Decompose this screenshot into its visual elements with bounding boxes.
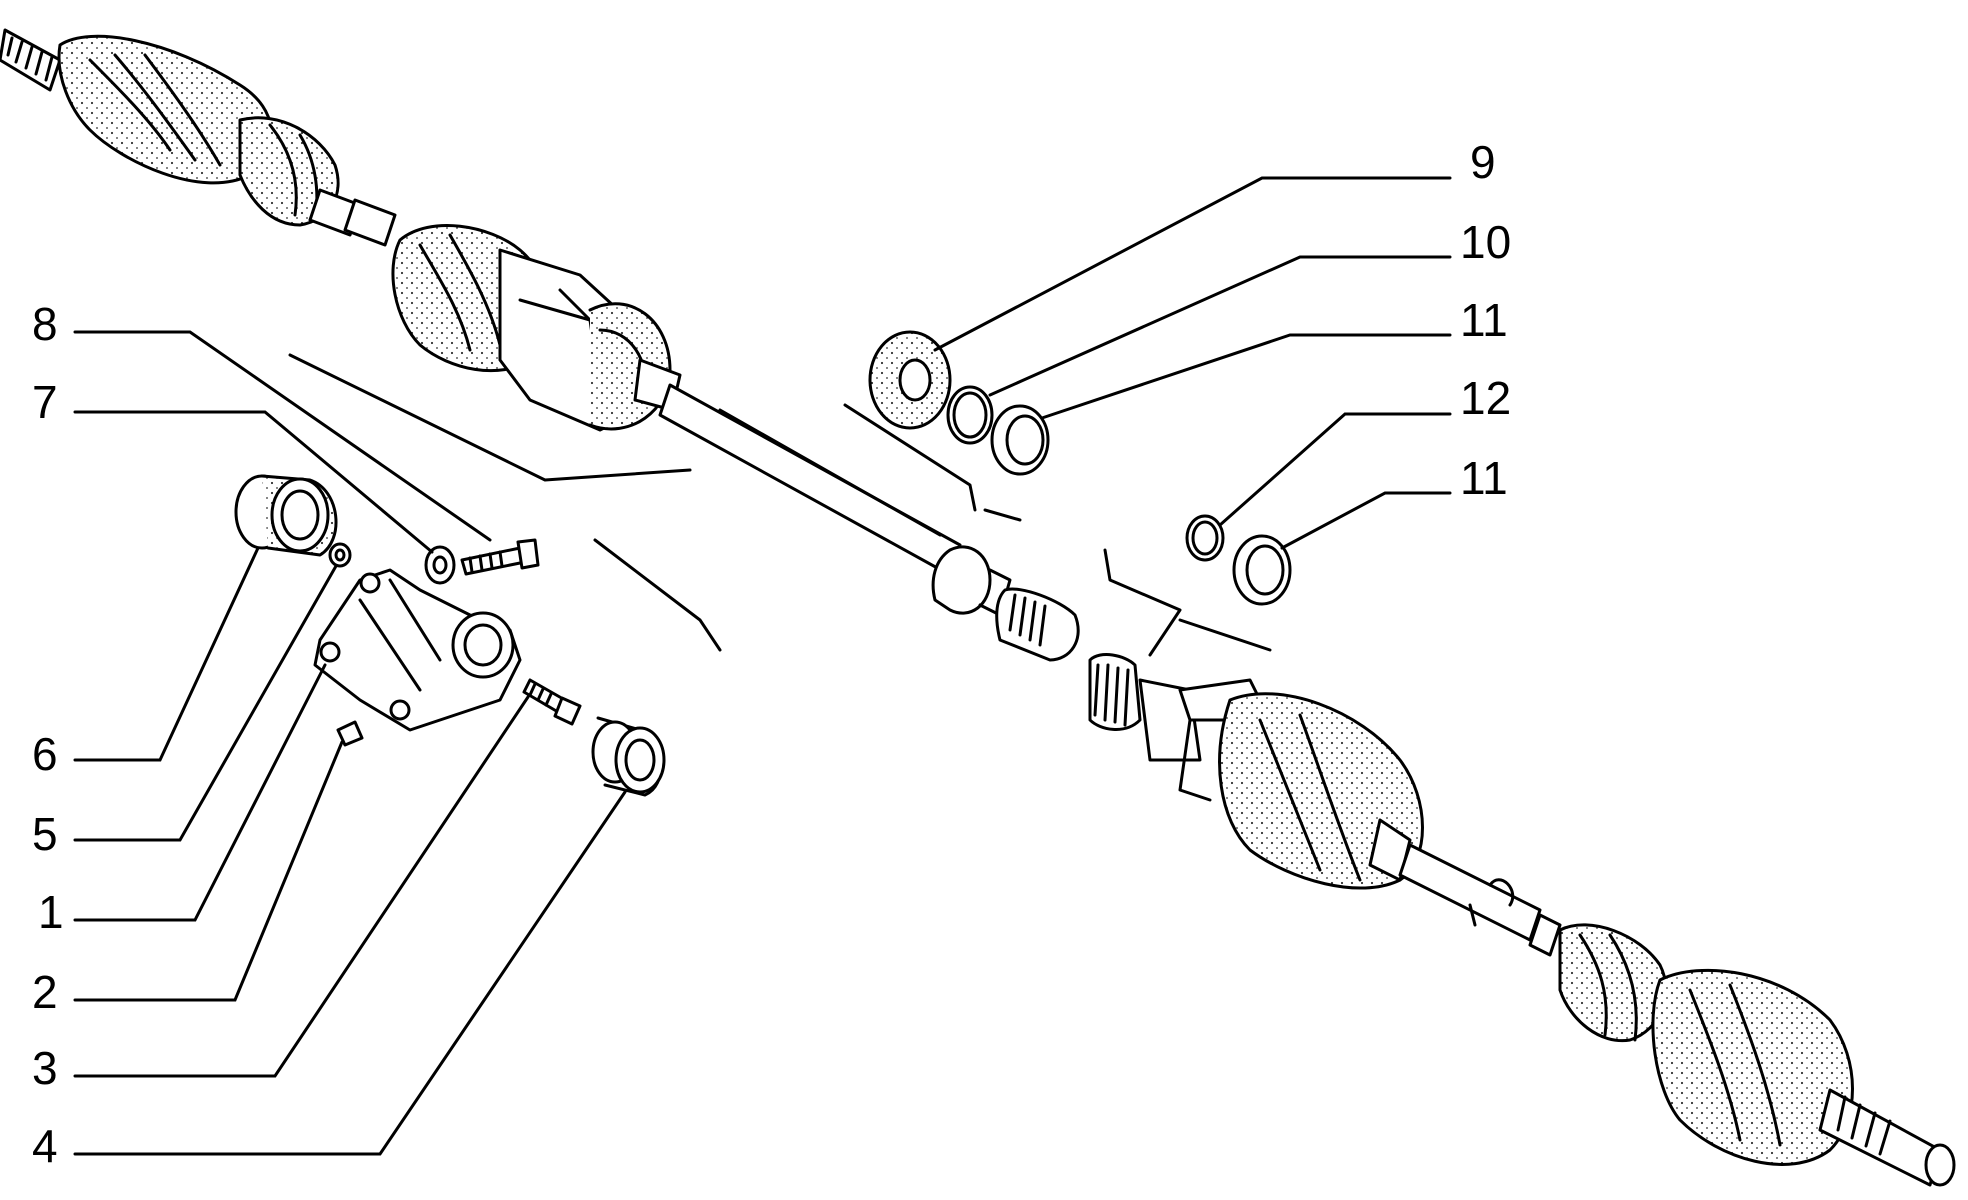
part-1-support-bracket [313,568,522,732]
part-8-bolt [460,538,540,576]
leader-line-5 [73,564,338,842]
callout-11-lower: 11 [1460,452,1508,504]
intermediate-shaft [658,383,1080,662]
callout-6: 6 [32,728,58,780]
callout-7: 7 [32,376,58,428]
upper-outer-cv-joint [0,28,397,247]
callout-5: 5 [32,808,58,860]
leader-line-11-upper [1040,333,1452,420]
callout-11-upper: 11 [1460,294,1508,346]
part-3-bolt [522,678,582,726]
callout-8: 8 [32,298,58,350]
leader-line-9 [933,176,1452,352]
part-10-snap-ring [946,385,994,445]
lower-shaft [1398,843,1562,957]
leader-line-6 [73,546,260,762]
leader-line-4 [73,790,627,1156]
leader-line-10 [988,255,1452,397]
leader-line-8 [73,330,492,542]
leader-line-11-lower [1280,491,1452,550]
leader-line-2 [73,740,344,1002]
lower-inner-cv-joint [1088,653,1424,890]
part-11-seal-ring-lower [1232,534,1292,606]
callout-1: 1 [38,886,64,938]
lower-outer-cv-joint [1558,923,1956,1187]
callout-12: 12 [1460,372,1511,424]
leader-line-7 [73,410,434,554]
part-5-nut [328,542,352,568]
callout-3: 3 [32,1042,58,1094]
callout-4: 4 [32,1120,58,1172]
part-7-washer [424,545,456,585]
part-4-bushing [591,716,666,797]
lower-bracket-break-line [1103,548,1272,657]
upper-inner-cv-joint [391,224,682,432]
leader-line-3 [73,695,530,1078]
part-12-circlip [1185,514,1225,562]
leader-line-1 [73,663,327,922]
middle-bracket-break-line [843,403,1022,522]
part-6-bearing [234,474,338,557]
callout-9: 9 [1470,136,1496,188]
part-2-dowel-pin [336,720,364,747]
leader-line-12 [1218,412,1452,527]
upper-bracket-break-line [288,353,722,652]
callout-10: 10 [1460,216,1511,268]
part-9-dust-shield [868,330,952,430]
callout-2: 2 [32,966,58,1018]
part-11-seal-ring-upper [990,404,1050,476]
